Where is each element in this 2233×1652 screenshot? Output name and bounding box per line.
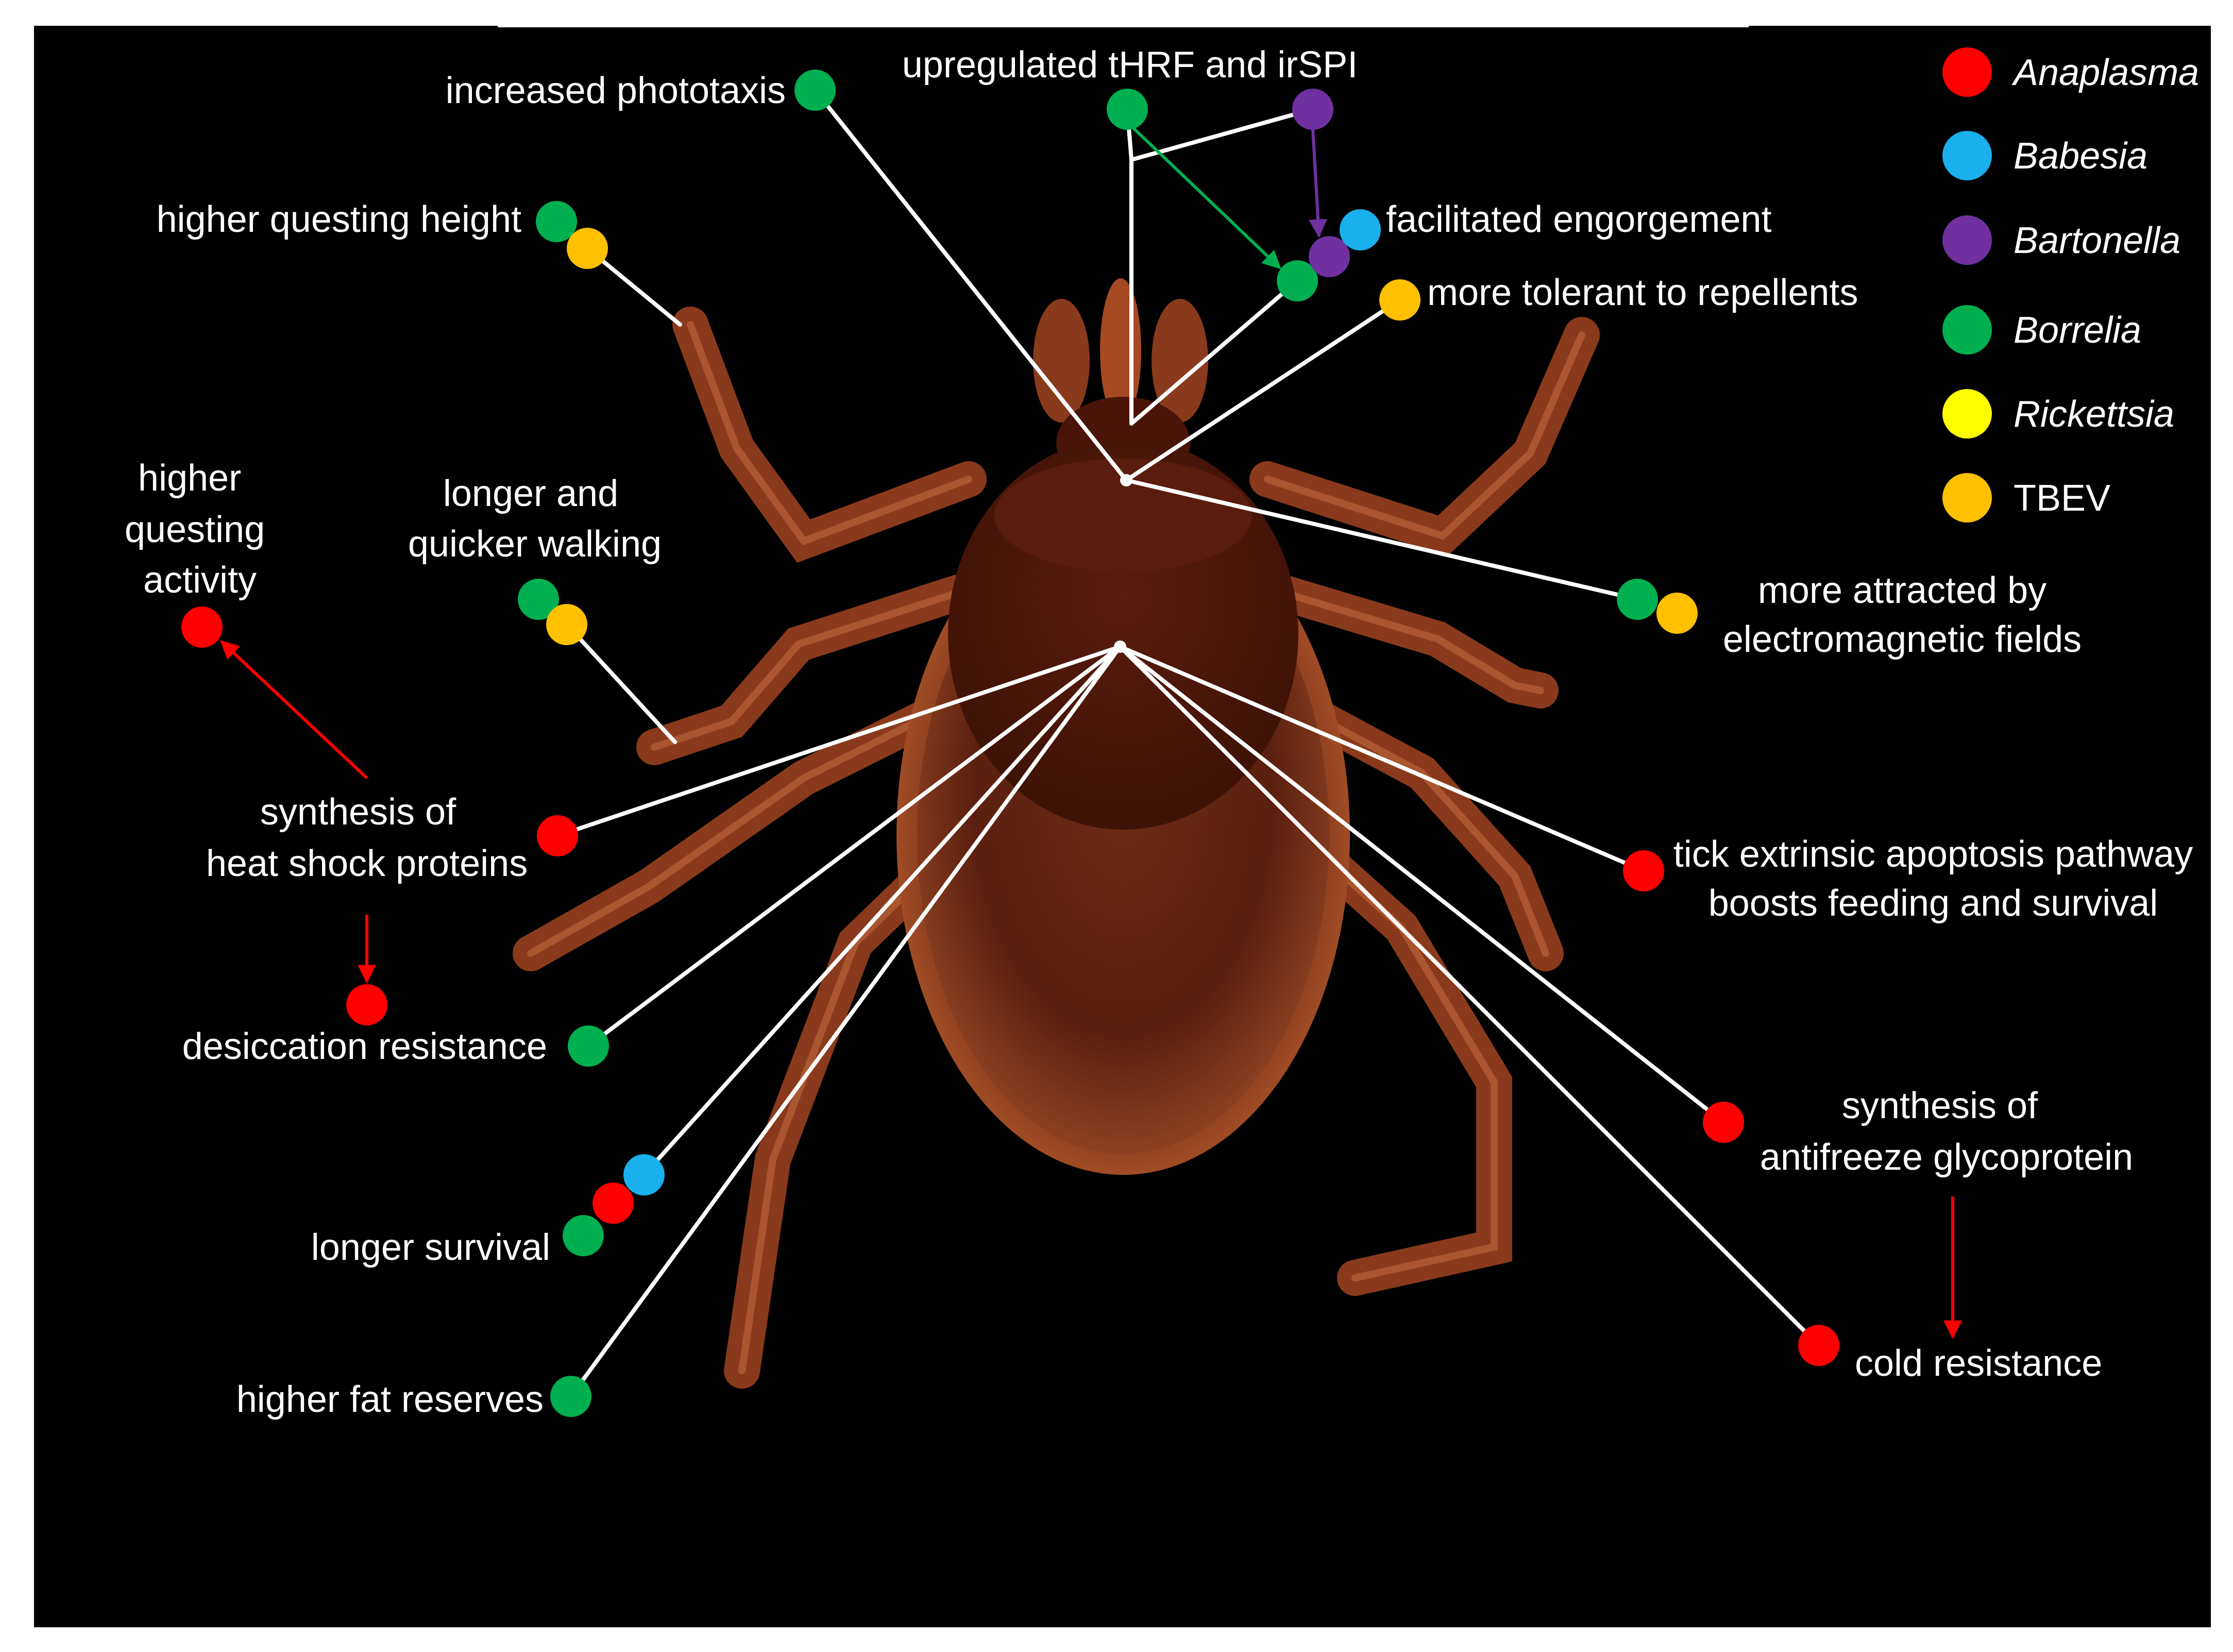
label-cold-resistance: cold resistance xyxy=(1855,1343,2102,1384)
dot-higher-questing-activity-anaplasma xyxy=(181,606,223,648)
connector-lines xyxy=(555,88,1821,1398)
dot-higher-questing-height-borrelia xyxy=(536,201,577,242)
purple-arrow xyxy=(1309,128,1328,238)
annotation-labels: increased phototaxis upregulated tHRF an… xyxy=(125,44,2193,1420)
label-facilitated-engorgement: facilitated engorgement xyxy=(1386,199,1771,240)
body-junction-dot xyxy=(1114,640,1126,653)
legend-label-anaplasma: Anaplasma xyxy=(2011,52,2199,93)
dot-facilitated-engorgement-bartonella xyxy=(1309,236,1350,277)
dot-electromagnetic-borrelia xyxy=(1617,579,1658,620)
dot-desiccation-anaplasma xyxy=(346,984,387,1025)
legend-label-rickettsia: Rickettsia xyxy=(2014,394,2174,435)
legend-swatch-rickettsia xyxy=(1942,389,1992,439)
label-higher-questing-activity-1: higher xyxy=(138,458,241,499)
dot-tolerant-repellents-tbev xyxy=(1379,279,1420,321)
label-longer-walking-1: longer and xyxy=(443,473,618,514)
legend-swatch-anaplasma xyxy=(1942,47,1992,97)
label-apoptosis-2: boosts feeding and survival xyxy=(1708,883,2158,924)
label-antifreeze-2: antifreeze glycoprotein xyxy=(1760,1137,2133,1178)
label-more-tolerant-repellents: more tolerant to repellents xyxy=(1427,272,1858,313)
dot-cold-resistance-anaplasma xyxy=(1798,1325,1839,1366)
label-apoptosis-1: tick extrinsic apoptosis pathway xyxy=(1673,834,2193,875)
label-antifreeze-1: synthesis of xyxy=(1842,1085,2038,1126)
dot-heat-shock-anaplasma xyxy=(537,815,578,856)
label-desiccation-resistance: desiccation resistance xyxy=(182,1026,547,1067)
green-arrow xyxy=(1130,125,1281,269)
legend: AnaplasmaBabesiaBartonellaBorreliaRicket… xyxy=(1942,47,2199,522)
label-higher-questing-height: higher questing height xyxy=(156,199,521,240)
label-longer-walking-2: quicker walking xyxy=(408,524,662,565)
dot-upregulated-bartonella xyxy=(1292,89,1333,130)
dot-apoptosis-anaplasma xyxy=(1623,850,1664,891)
label-heat-shock-1: synthesis of xyxy=(260,791,456,833)
dot-desiccation-borrelia xyxy=(568,1025,609,1067)
legend-swatch-babesia xyxy=(1942,131,1992,180)
legend-label-babesia: Babesia xyxy=(2014,136,2147,177)
dot-longer-walking-tbev xyxy=(546,604,587,645)
dot-increased-phototaxis-borrelia xyxy=(794,70,836,111)
dot-facilitated-engorgement-babesia xyxy=(1340,209,1381,250)
head-junction-dot xyxy=(1120,474,1132,486)
dot-facilitated-engorgement-borrelia xyxy=(1277,260,1318,301)
label-higher-questing-activity-3: activity xyxy=(143,560,257,601)
legend-swatch-bartonella xyxy=(1942,215,1992,265)
dot-longer-survival-anaplasma xyxy=(593,1183,634,1224)
dot-higher-questing-height-tbev xyxy=(567,228,608,269)
label-upregulated-thrf-irspi: upregulated tHRF and irSPI xyxy=(902,44,1358,86)
label-increased-phototaxis: increased phototaxis xyxy=(446,70,786,111)
legend-swatch-tbev xyxy=(1942,473,1992,522)
label-heat-shock-2: heat shock proteins xyxy=(206,843,528,884)
dot-upregulated-borrelia xyxy=(1107,89,1148,130)
dot-fat-reserves-borrelia xyxy=(550,1376,591,1417)
label-higher-questing-activity-2: questing xyxy=(125,509,265,550)
label-longer-survival: longer survival xyxy=(311,1227,550,1268)
legend-label-bartonella: Bartonella xyxy=(2014,220,2180,261)
label-higher-fat-reserves: higher fat reserves xyxy=(236,1379,544,1420)
dot-longer-walking-borrelia xyxy=(518,579,559,620)
label-electromagnetic-1: more attracted by xyxy=(1758,570,2046,611)
dot-antifreeze-anaplasma xyxy=(1703,1102,1744,1143)
legend-label-borrelia: Borrelia xyxy=(2014,310,2141,351)
label-electromagnetic-2: electromagnetic fields xyxy=(1723,619,2082,660)
pathogen-dots xyxy=(181,70,1839,1417)
legend-swatch-borrelia xyxy=(1942,305,1992,355)
dot-longer-survival-babesia xyxy=(623,1154,665,1195)
red-arrow-heat-to-activity xyxy=(220,640,368,780)
legend-label-tbev: TBEV xyxy=(2014,478,2110,519)
dot-longer-survival-borrelia xyxy=(563,1215,604,1256)
dot-electromagnetic-tbev xyxy=(1656,593,1698,634)
